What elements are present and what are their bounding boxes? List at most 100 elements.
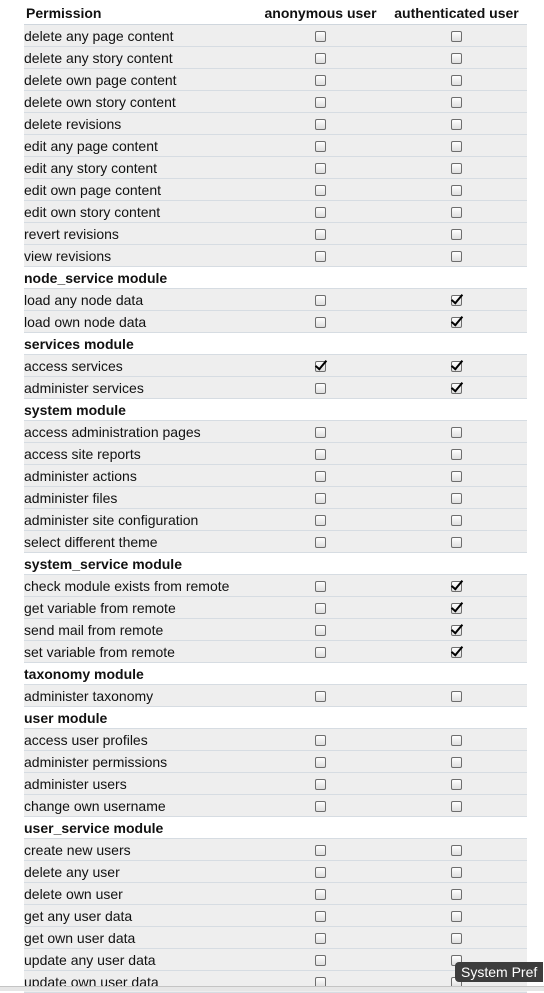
anonymous-user-checkbox[interactable] xyxy=(315,845,326,857)
anonymous-user-checkbox[interactable] xyxy=(315,31,326,43)
authenticated-user-checkbox[interactable] xyxy=(451,845,462,857)
anonymous-user-checkbox[interactable] xyxy=(315,867,326,879)
anonymous-user-checkbox[interactable] xyxy=(315,449,326,461)
permission-row: administer users xyxy=(24,772,527,795)
module-header-row: user_service module xyxy=(24,816,527,839)
authenticated-user-checkbox[interactable] xyxy=(451,911,462,923)
anonymous-user-checkbox[interactable] xyxy=(315,889,326,901)
authenticated-user-checkbox[interactable] xyxy=(451,449,462,461)
permission-label: revert revisions xyxy=(24,222,247,245)
authenticated-user-checkbox-cell xyxy=(382,244,527,267)
authenticated-user-checkbox[interactable] xyxy=(451,185,462,197)
dock-tooltip: System Pref xyxy=(455,962,544,982)
permission-label: access site reports xyxy=(24,442,247,465)
anonymous-user-checkbox[interactable] xyxy=(315,603,326,615)
authenticated-user-checkbox[interactable] xyxy=(451,163,462,175)
authenticated-user-checkbox[interactable] xyxy=(451,867,462,879)
authenticated-user-checkbox[interactable] xyxy=(451,141,462,153)
anonymous-user-checkbox-cell xyxy=(247,288,382,311)
authenticated-user-checkbox[interactable] xyxy=(451,317,462,329)
anonymous-user-checkbox[interactable] xyxy=(315,295,326,307)
authenticated-user-checkbox-cell xyxy=(382,288,527,311)
authenticated-user-checkbox[interactable] xyxy=(451,537,462,549)
authenticated-user-checkbox[interactable] xyxy=(451,31,462,43)
authenticated-user-checkbox[interactable] xyxy=(451,691,462,703)
anonymous-user-checkbox[interactable] xyxy=(315,229,326,241)
authenticated-user-checkbox[interactable] xyxy=(451,361,462,373)
permission-label: load own node data xyxy=(24,310,247,333)
anonymous-user-checkbox[interactable] xyxy=(315,251,326,263)
anonymous-user-checkbox-cell xyxy=(247,772,382,795)
permission-row: administer permissions xyxy=(24,750,527,773)
authenticated-user-checkbox[interactable] xyxy=(451,735,462,747)
authenticated-user-checkbox[interactable] xyxy=(451,581,462,593)
permission-row: get own user data xyxy=(24,926,527,949)
authenticated-user-checkbox[interactable] xyxy=(451,603,462,615)
authenticated-user-checkbox[interactable] xyxy=(451,647,462,659)
permission-row: access services xyxy=(24,354,527,377)
anonymous-user-checkbox[interactable] xyxy=(315,933,326,945)
anonymous-user-checkbox[interactable] xyxy=(315,581,326,593)
permission-row: delete any user xyxy=(24,860,527,883)
authenticated-user-checkbox-cell xyxy=(382,90,527,113)
anonymous-user-checkbox[interactable] xyxy=(315,53,326,65)
anonymous-user-checkbox[interactable] xyxy=(315,471,326,483)
header-anonymous-user: anonymous user xyxy=(247,2,382,25)
authenticated-user-checkbox-cell xyxy=(382,486,527,509)
anonymous-user-checkbox[interactable] xyxy=(315,955,326,967)
anonymous-user-checkbox[interactable] xyxy=(315,625,326,637)
anonymous-user-checkbox[interactable] xyxy=(315,207,326,219)
authenticated-user-checkbox[interactable] xyxy=(451,515,462,527)
anonymous-user-checkbox[interactable] xyxy=(315,691,326,703)
authenticated-user-checkbox[interactable] xyxy=(451,229,462,241)
anonymous-user-checkbox[interactable] xyxy=(315,383,326,395)
authenticated-user-checkbox[interactable] xyxy=(451,53,462,65)
anonymous-user-checkbox[interactable] xyxy=(315,493,326,505)
anonymous-user-checkbox[interactable] xyxy=(315,163,326,175)
anonymous-user-checkbox-cell xyxy=(247,926,382,949)
anonymous-user-checkbox[interactable] xyxy=(315,779,326,791)
authenticated-user-checkbox[interactable] xyxy=(451,493,462,505)
anonymous-user-checkbox[interactable] xyxy=(315,119,326,131)
horizontal-scrollbar[interactable] xyxy=(0,986,544,991)
anonymous-user-checkbox[interactable] xyxy=(315,911,326,923)
permission-label: administer permissions xyxy=(24,750,247,773)
anonymous-user-checkbox[interactable] xyxy=(315,361,326,373)
anonymous-user-checkbox[interactable] xyxy=(315,75,326,87)
authenticated-user-checkbox[interactable] xyxy=(451,97,462,109)
anonymous-user-checkbox[interactable] xyxy=(315,317,326,329)
authenticated-user-checkbox[interactable] xyxy=(451,427,462,439)
anonymous-user-checkbox[interactable] xyxy=(315,537,326,549)
authenticated-user-checkbox[interactable] xyxy=(451,295,462,307)
authenticated-user-checkbox[interactable] xyxy=(451,251,462,263)
authenticated-user-checkbox[interactable] xyxy=(451,75,462,87)
anonymous-user-checkbox[interactable] xyxy=(315,515,326,527)
module-name: taxonomy module xyxy=(24,662,527,685)
permission-row: delete own user xyxy=(24,882,527,905)
anonymous-user-checkbox[interactable] xyxy=(315,647,326,659)
anonymous-user-checkbox-cell xyxy=(247,24,382,47)
authenticated-user-checkbox[interactable] xyxy=(451,757,462,769)
authenticated-user-checkbox[interactable] xyxy=(451,207,462,219)
authenticated-user-checkbox[interactable] xyxy=(451,801,462,813)
authenticated-user-checkbox[interactable] xyxy=(451,889,462,901)
authenticated-user-checkbox[interactable] xyxy=(451,779,462,791)
anonymous-user-checkbox-cell xyxy=(247,684,382,707)
authenticated-user-checkbox[interactable] xyxy=(451,119,462,131)
permission-label: edit own page content xyxy=(24,178,247,201)
authenticated-user-checkbox[interactable] xyxy=(451,625,462,637)
anonymous-user-checkbox[interactable] xyxy=(315,97,326,109)
anonymous-user-checkbox[interactable] xyxy=(315,141,326,153)
authenticated-user-checkbox[interactable] xyxy=(451,383,462,395)
authenticated-user-checkbox[interactable] xyxy=(451,933,462,945)
authenticated-user-checkbox[interactable] xyxy=(451,471,462,483)
anonymous-user-checkbox-cell xyxy=(247,178,382,201)
permission-label: send mail from remote xyxy=(24,618,247,641)
anonymous-user-checkbox-cell xyxy=(247,200,382,223)
anonymous-user-checkbox[interactable] xyxy=(315,185,326,197)
anonymous-user-checkbox[interactable] xyxy=(315,757,326,769)
permission-label: delete any page content xyxy=(24,24,247,47)
anonymous-user-checkbox[interactable] xyxy=(315,427,326,439)
anonymous-user-checkbox[interactable] xyxy=(315,735,326,747)
anonymous-user-checkbox[interactable] xyxy=(315,801,326,813)
